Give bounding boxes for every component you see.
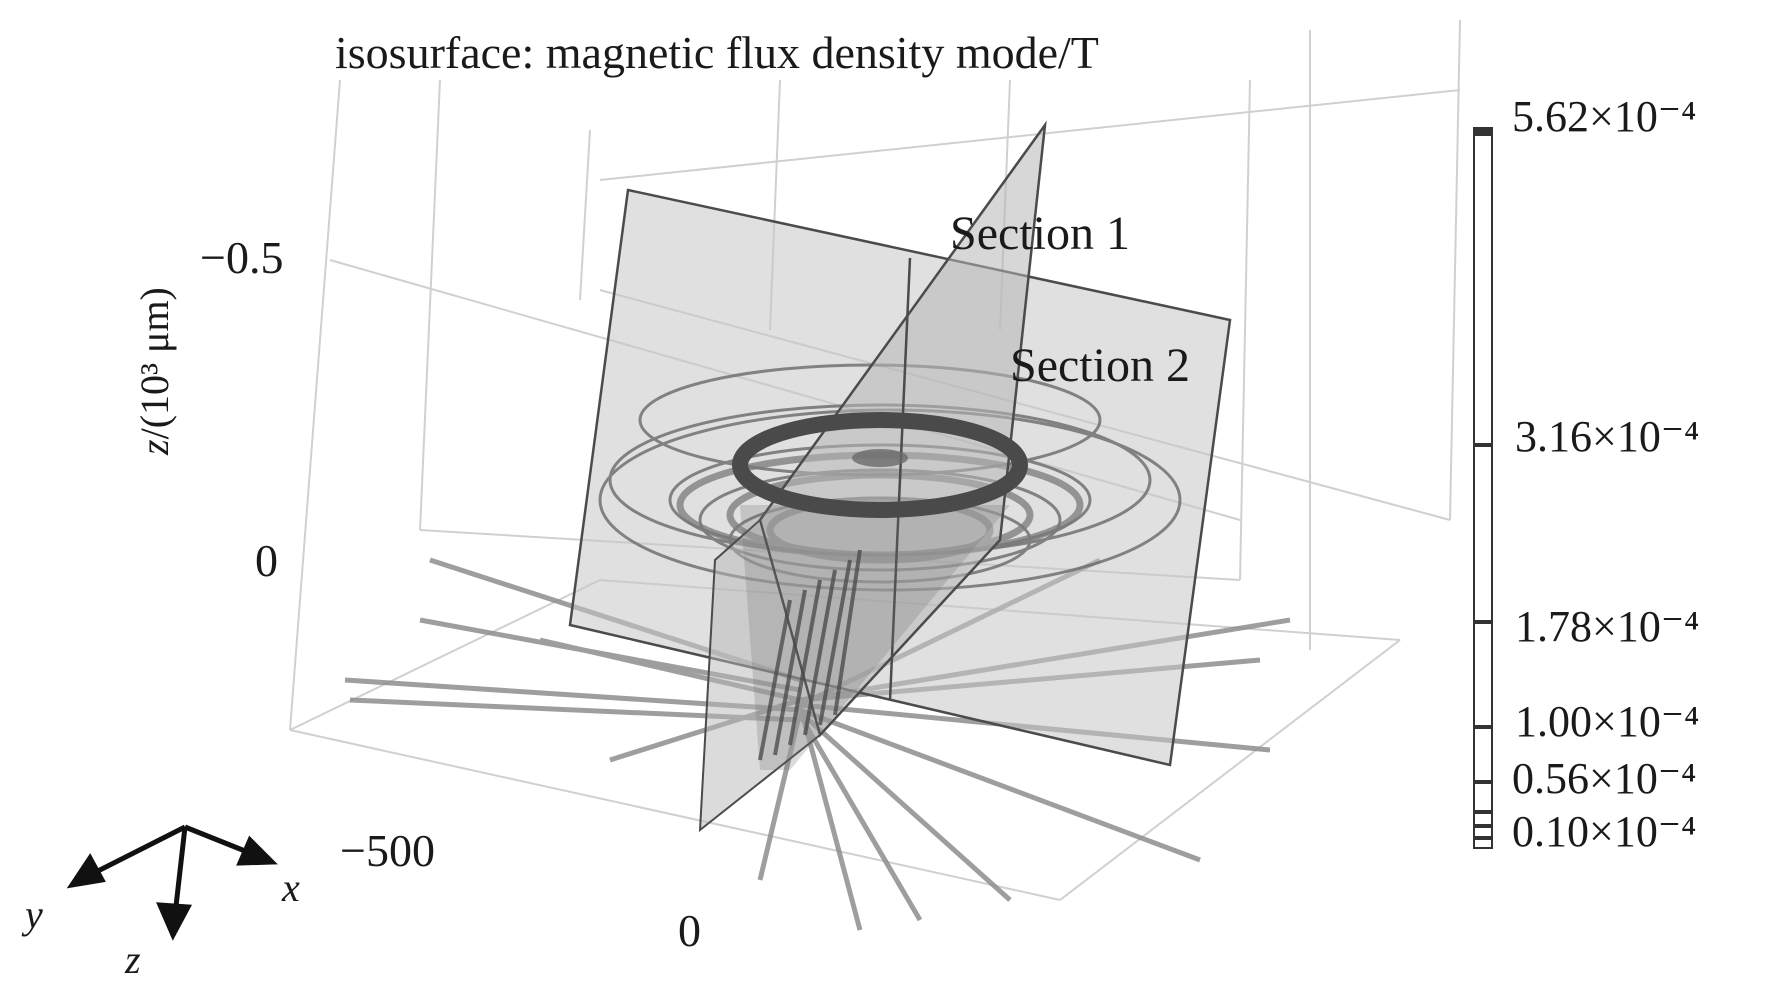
axis-triad	[66, 824, 278, 941]
triad-x-label: x	[282, 865, 300, 910]
colorbar-label-2: 3.16×10⁻⁴	[1515, 412, 1700, 461]
z-axis-label: z/(10³ μm)	[132, 287, 177, 455]
triad-z-arrow	[172, 826, 188, 916]
plot-title: isosurface: magnetic flux density mode/T	[335, 27, 1099, 78]
z-tick-minus-0-5: −0.5	[200, 232, 284, 283]
triad-y-arrow	[88, 824, 187, 878]
section-1-lower	[698, 518, 822, 833]
triad-z-label: z	[125, 937, 141, 982]
colorbar-label-5: 0.56×10⁻⁴	[1512, 754, 1697, 803]
colorbar-label-max: 5.62×10⁻⁴	[1512, 92, 1697, 141]
colorbar	[1473, 127, 1493, 849]
z-axis-label-var: z	[132, 439, 177, 455]
section-1-label: Section 1	[950, 207, 1130, 260]
colorbar-label-4: 1.00×10⁻⁴	[1515, 697, 1700, 746]
triad-z-arrowhead	[156, 902, 193, 941]
flux-column	[758, 549, 862, 761]
isosurface-center-blob	[852, 449, 908, 467]
colorbar-label-min: 0.10×10⁻⁴	[1512, 807, 1697, 856]
flux-cone	[740, 505, 1010, 770]
triad-y-arrowhead	[66, 853, 106, 889]
z-tick-0: 0	[255, 535, 278, 586]
isosurface-ring	[732, 412, 1028, 518]
section-2-label: Section 2	[1010, 339, 1190, 392]
colorbar-label-3: 1.78×10⁻⁴	[1515, 602, 1700, 651]
triad-y-label: y	[25, 892, 43, 937]
planes-intersection-line	[888, 257, 912, 701]
z-axis-label-unit: /(10³ μm)	[132, 287, 177, 440]
bottom-tick-minus-500: −500	[340, 825, 435, 876]
triad-x-arrowhead	[236, 835, 278, 866]
bottom-tick-0: 0	[678, 905, 701, 956]
